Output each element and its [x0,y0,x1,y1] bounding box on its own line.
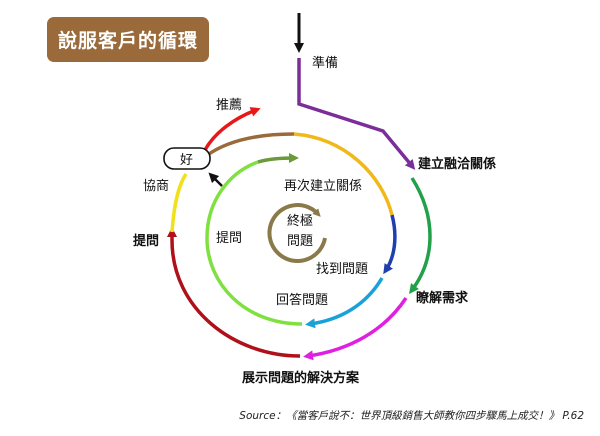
core-loop [267,203,327,264]
label-ask-outer: 提問 [133,233,159,249]
diagram-title: 說服客戶的循環 [47,17,209,62]
label-understand-needs: 瞭解需求 [416,290,469,306]
arc-reconnect-brown [204,132,295,158]
arc-ask-inner [205,160,303,326]
arc-present-solution [167,227,301,358]
label-prepare: 準備 [312,55,338,71]
label-ok: 好 [180,153,193,168]
arc-find-problem [383,214,397,275]
arc-build-rapport [409,177,432,295]
label-recommend: 推薦 [216,98,242,113]
label-ultimate-question-1: 終極 [287,213,313,229]
arc-ask-to-negotiate [170,173,188,233]
arc-recommend [203,107,261,151]
label-build-rapport: 建立融洽關係 [418,156,496,172]
ok-box [163,147,211,170]
label-present-solution: 展示問題的解決方案 [242,370,360,386]
label-ask-inner: 提問 [216,230,242,246]
label-answer-questions: 回答問題 [276,292,328,308]
ok-pointer-arrow [208,172,223,187]
path-prepare [297,58,416,170]
source-citation: Source：《當客戶說不：世界頂級銷售大師教你四步驟馬上成交！》 P.62 [239,410,584,422]
arc-rebuild-rapport [293,132,394,216]
label-find-problem: 找到問題 [316,262,368,277]
label-rebuild-rapport: 再次建立關係 [284,178,362,194]
arc-answer-questions [305,277,384,329]
arc-understand-needs [303,297,408,361]
arc-inner-return [257,153,299,164]
label-ultimate-question-2: 問題 [287,234,313,249]
label-negotiate: 協商 [143,179,169,194]
